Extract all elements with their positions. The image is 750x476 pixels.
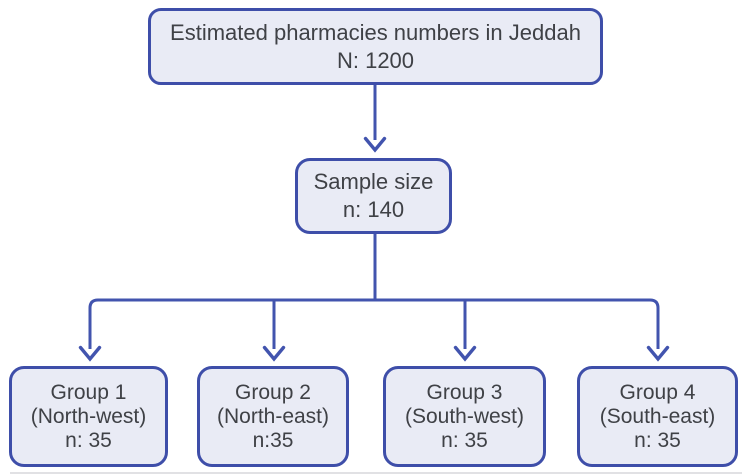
arrow-down-icon <box>78 345 102 362</box>
node-line: Group 4 <box>619 380 696 404</box>
node-line: (South-east) <box>599 404 716 428</box>
node-line: n: 140 <box>342 197 405 222</box>
arrow-down-icon <box>453 345 477 362</box>
node-line: N: 1200 <box>336 47 415 73</box>
node-line: Group 2 <box>235 380 311 404</box>
node-line: Sample size <box>313 169 434 194</box>
node-group-4: Group 4 (South-east) n: 35 <box>577 366 738 467</box>
node-line: n:35 <box>252 428 294 452</box>
node-group-1: Group 1 (North-west) n: 35 <box>9 366 168 467</box>
node-line: n: 35 <box>441 428 488 452</box>
node-line: (North-west) <box>30 404 147 428</box>
figure-bottom-rule <box>10 472 742 474</box>
node-line: (North-east) <box>216 404 330 428</box>
node-total-pharmacies: Estimated pharmacies numbers in Jeddah N… <box>148 8 603 85</box>
node-group-3: Group 3 (South-west) n: 35 <box>383 366 546 467</box>
connector-branch-bar <box>88 298 660 349</box>
node-line: Group 3 <box>426 380 503 404</box>
node-line: n: 35 <box>65 428 112 452</box>
node-line: Group 1 <box>50 380 127 404</box>
arrow-down-icon <box>262 345 286 362</box>
node-line: (South-west) <box>404 404 525 428</box>
node-group-2: Group 2 (North-east) n:35 <box>197 366 349 467</box>
node-line: n: 35 <box>634 428 681 452</box>
node-line: Estimated pharmacies numbers in Jeddah <box>170 19 581 45</box>
arrow-down-icon <box>646 345 670 362</box>
node-sample-size: Sample size n: 140 <box>295 158 452 234</box>
arrow-down-icon <box>363 136 387 153</box>
